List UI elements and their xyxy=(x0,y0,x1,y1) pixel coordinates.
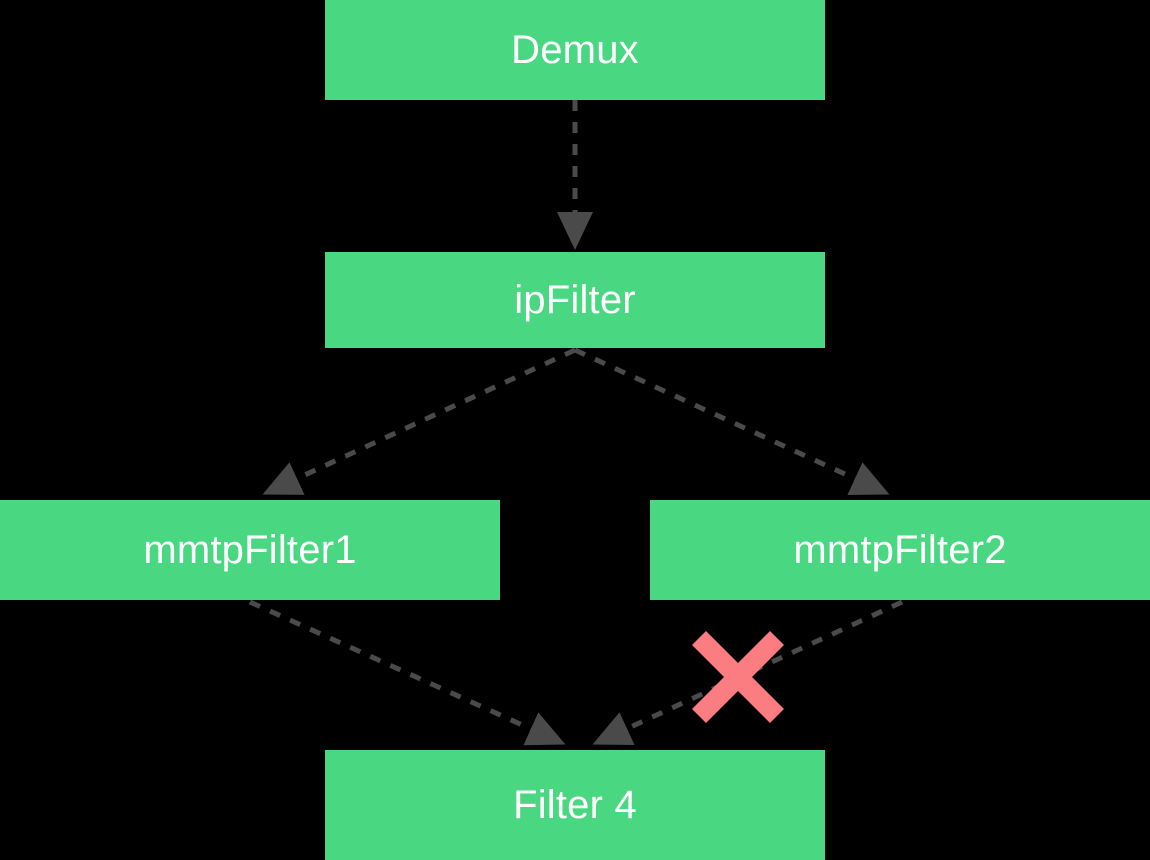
node-demux-label: Demux xyxy=(511,28,639,72)
node-mmtpfilter2-label: mmtpFilter2 xyxy=(793,528,1007,572)
node-filter4[interactable]: Filter 4 xyxy=(325,750,825,860)
node-mmtpfilter1[interactable]: mmtpFilter1 xyxy=(0,500,500,600)
node-filter4-label: Filter 4 xyxy=(513,783,637,827)
node-mmtpfilter1-label: mmtpFilter1 xyxy=(143,528,357,572)
node-demux[interactable]: Demux xyxy=(325,0,825,100)
edge-mmtpfilter2-to-filter4 xyxy=(592,599,904,745)
edge-mmtpfilter1-to-filter4 xyxy=(248,599,566,746)
edge-ipfilter-to-mmtpfilter1 xyxy=(262,347,577,495)
node-mmtpfilter2[interactable]: mmtpFilter2 xyxy=(650,500,1150,600)
node-ipfilter-label: ipFilter xyxy=(514,278,636,322)
edge-ipfilter-to-mmtpfilter2 xyxy=(573,347,890,495)
node-ipfilter[interactable]: ipFilter xyxy=(325,252,825,348)
